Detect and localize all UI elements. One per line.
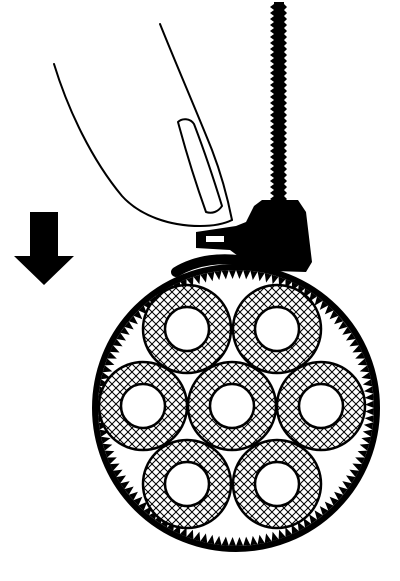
tie-head-lock: [196, 200, 312, 272]
cable-bundle: [97, 283, 367, 530]
cable: [231, 438, 323, 530]
cable: [97, 360, 189, 452]
cable: [186, 360, 278, 452]
cable: [141, 438, 233, 530]
serrated-strap: [92, 254, 380, 552]
finger-outline: [53, 23, 233, 227]
cable-core: [253, 460, 301, 508]
down-arrow-icon: [14, 212, 74, 285]
cable-core: [208, 382, 256, 430]
cable-core: [253, 305, 301, 353]
cable-core: [297, 382, 345, 430]
cable-core: [163, 460, 211, 508]
cable-core: [119, 382, 167, 430]
cable: [141, 283, 233, 375]
cable: [275, 360, 367, 452]
cable: [231, 283, 323, 375]
tie-tail-strap: [270, 2, 287, 214]
cable-core: [163, 305, 211, 353]
